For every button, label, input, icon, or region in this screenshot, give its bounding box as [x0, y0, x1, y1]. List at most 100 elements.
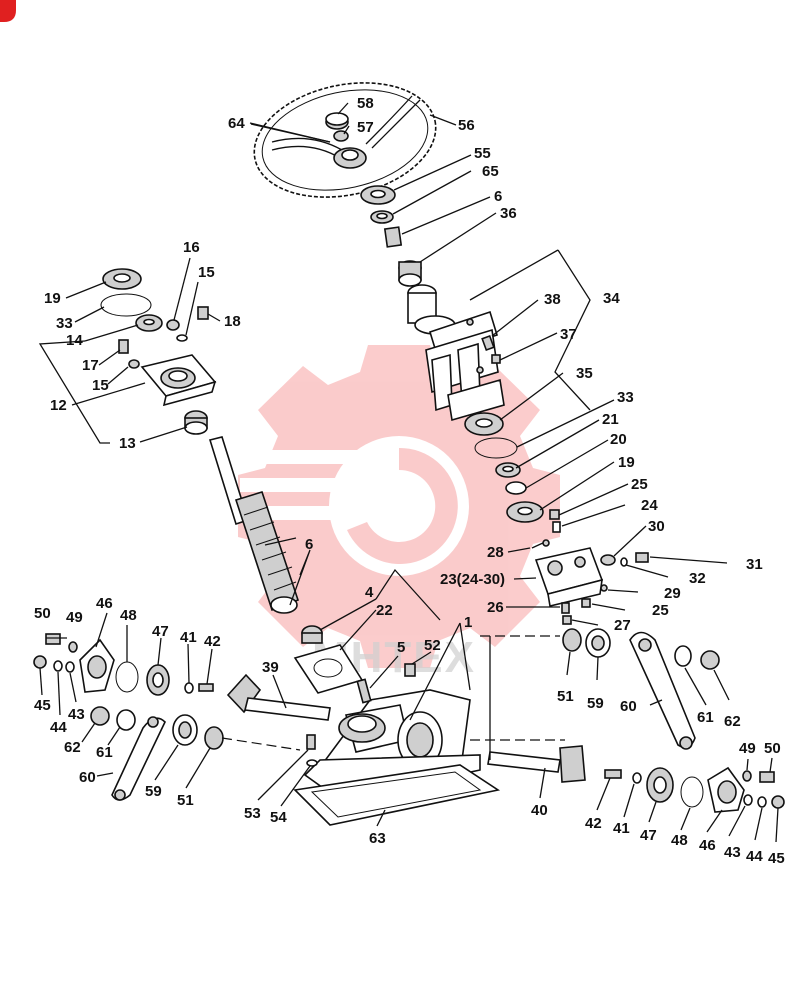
label-31: 31 — [746, 556, 763, 573]
label-62a: 62 — [64, 739, 81, 756]
seal-19a — [102, 268, 142, 290]
label-47a: 47 — [152, 623, 169, 640]
plug-25b — [581, 598, 591, 608]
label-57: 57 — [357, 119, 374, 136]
label-59b: 59 — [587, 695, 604, 712]
label-30: 30 — [648, 518, 665, 535]
washer-49a — [68, 641, 78, 653]
label-23: 23(24-30) — [440, 571, 505, 588]
label-19b: 19 — [618, 454, 635, 471]
label-21: 21 — [602, 411, 619, 428]
label-16: 16 — [183, 239, 200, 256]
fitting-27 — [562, 615, 572, 625]
label-61a: 61 — [96, 744, 113, 761]
washer-54 — [306, 759, 318, 767]
label-43b: 43 — [724, 844, 741, 861]
label-26: 26 — [487, 599, 504, 616]
label-60a: 60 — [79, 769, 96, 786]
label-25a: 25 — [631, 476, 648, 493]
label-45b: 45 — [768, 850, 785, 867]
label-35: 35 — [576, 365, 593, 382]
bearing-59b — [585, 628, 611, 658]
label-15b: 15 — [92, 377, 109, 394]
label-54: 54 — [270, 809, 287, 826]
label-65: 65 — [482, 163, 499, 180]
sector-shaft-40 — [487, 745, 586, 783]
nut-41b — [632, 772, 642, 784]
label-50a: 50 — [34, 605, 51, 622]
label-39: 39 — [262, 659, 279, 676]
seal-14 — [135, 314, 163, 332]
washer-61a — [116, 709, 136, 731]
label-58: 58 — [357, 95, 374, 112]
washer-15a — [176, 334, 188, 342]
nut-62b — [700, 650, 720, 670]
nut-41a — [184, 682, 194, 694]
leader-lines — [38, 102, 779, 843]
washer-55 — [360, 185, 396, 205]
bearing-47a — [146, 664, 170, 696]
label-5: 5 — [397, 639, 405, 656]
oring-33a — [100, 293, 152, 317]
coupling-36b — [398, 260, 422, 287]
fitting-37 — [491, 354, 501, 364]
nut-16 — [166, 319, 180, 331]
label-44a: 44 — [50, 719, 67, 736]
horn-cap-58 — [325, 112, 349, 130]
seal-51b — [562, 628, 582, 652]
screw-42b — [604, 769, 622, 779]
bearing-21 — [495, 462, 521, 478]
label-45a: 45 — [34, 697, 51, 714]
label-28: 28 — [487, 544, 504, 561]
label-19a: 19 — [44, 290, 61, 307]
oring-48b — [680, 776, 704, 808]
label-41b: 41 — [613, 820, 630, 837]
bolt-31 — [635, 552, 649, 563]
label-49a: 49 — [66, 609, 83, 626]
label-18: 18 — [224, 313, 241, 330]
label-33a: 33 — [56, 315, 73, 332]
valve-housing-23 — [534, 547, 604, 607]
label-32: 32 — [689, 570, 706, 587]
washer-61b — [674, 645, 692, 667]
label-47b: 47 — [640, 827, 657, 844]
nut-29 — [600, 584, 608, 592]
pitman-arm-60a — [111, 716, 166, 801]
label-61b: 61 — [697, 709, 714, 726]
label-46a: 46 — [96, 595, 113, 612]
label-50b: 50 — [764, 740, 781, 757]
spline-36 — [383, 226, 403, 248]
pitman-arm-60b — [629, 631, 696, 750]
label-64: 64 — [228, 115, 245, 132]
label-6b: 6 — [305, 536, 313, 553]
worm-shaft-6 — [208, 436, 300, 614]
label-34: 34 — [603, 290, 620, 307]
nut-62a — [90, 706, 110, 726]
adjuster-19b — [506, 501, 544, 523]
label-52: 52 — [424, 637, 441, 654]
label-38: 38 — [544, 291, 561, 308]
race-20 — [505, 481, 527, 495]
sector-shaft-39 — [226, 673, 331, 721]
label-27: 27 — [614, 617, 631, 634]
label-62b: 62 — [724, 713, 741, 730]
bolt-17 — [118, 339, 129, 354]
label-13: 13 — [119, 435, 136, 452]
label-25b: 25 — [652, 602, 669, 619]
part-labels: 64 58 57 56 55 65 6 36 16 15 18 19 33 14… — [34, 95, 785, 867]
washer-49b — [742, 770, 752, 782]
label-49b: 49 — [739, 740, 756, 757]
fitting-18 — [197, 306, 209, 320]
label-46b: 46 — [699, 837, 716, 854]
bolt-53 — [306, 734, 316, 750]
washer-44b — [757, 796, 767, 808]
seal-35 — [464, 412, 504, 436]
screw-26 — [561, 602, 570, 614]
washer-32 — [620, 557, 628, 567]
label-43a: 43 — [68, 706, 85, 723]
gasket-63 — [293, 764, 501, 826]
label-15a: 15 — [198, 264, 215, 281]
label-48b: 48 — [671, 832, 688, 849]
nut-57 — [333, 130, 349, 142]
screw-42a — [198, 683, 214, 692]
